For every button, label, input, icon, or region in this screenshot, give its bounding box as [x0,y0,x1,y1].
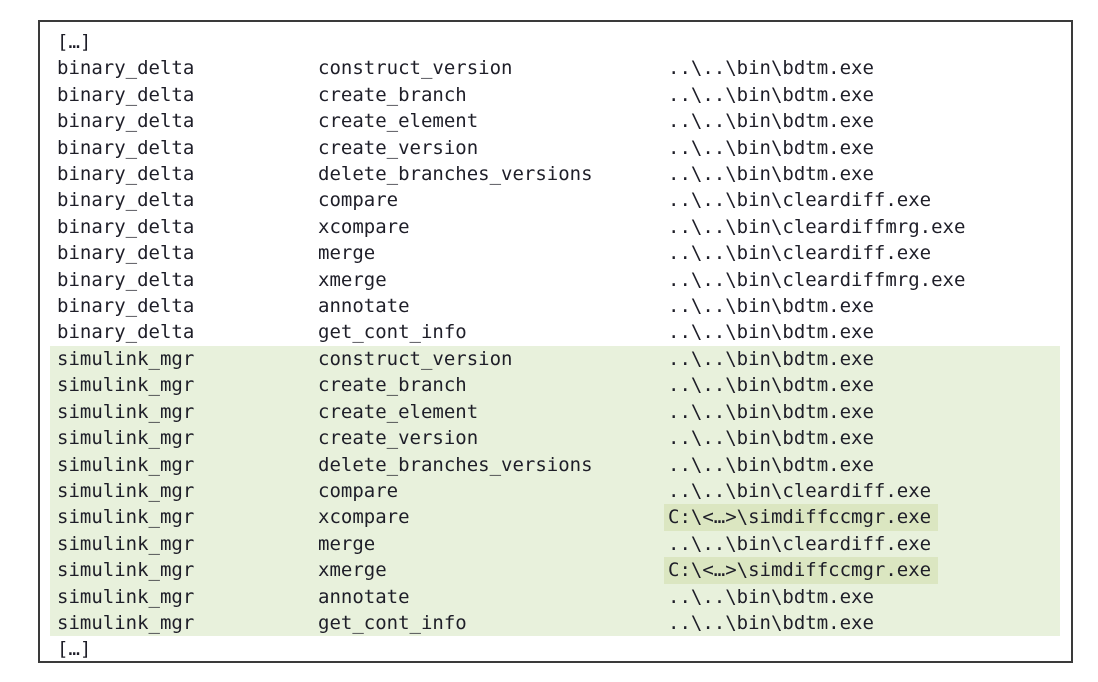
cell-path: ..\..\bin\bdtm.exe [668,321,874,344]
cell-type-manager: simulink_mgr [57,611,195,634]
cell-type-manager: binary_delta [57,136,195,159]
table-row: simulink_mgr delete_branches_versions ..\.… [50,451,1060,478]
table-row: simulink_mgr create_branch ..\..\bin\bdtm.… [50,372,1060,399]
table-row: binary_delta create_version ..\..\bin\bdtm… [50,135,1060,161]
table-row: binary_delta create_element ..\..\bin\bdtm… [50,108,1060,134]
highlighted-path: C:\<…>\simdiffccmgr.exe [664,557,939,584]
cell-type-manager: simulink_mgr [57,374,195,397]
table-row: simulink_mgr merge ..\..\bin\cleardiff.exe [50,530,1060,558]
cell-operation: get_cont_info [318,321,467,344]
cell-operation: annotate [318,295,410,318]
table-row: simulink_mgr construct_version ..\..\bin\b… [50,345,1060,373]
cell-path: ..\..\bin\cleardiffmrg.exe [668,268,966,291]
cell-type-manager: simulink_mgr [57,479,195,502]
table-row: binary_delta annotate ..\..\bin\bdtm.exe [50,293,1060,319]
cell-operation: merge [318,242,376,265]
cell-operation: create_branch [318,374,467,397]
cell-path: ..\..\bin\cleardiff.exe [668,189,932,212]
cell-type-manager: simulink_mgr [57,506,195,529]
cell-type-manager: simulink_mgr [57,585,195,608]
cell-path: ..\..\bin\bdtm.exe [668,453,874,476]
cell-path: ..\..\bin\bdtm.exe [668,83,874,106]
cell-type-manager: binary_delta [57,268,195,291]
type-manager-listing: […] binary_delta construct_version ..\..\b… [50,22,1060,661]
cell-operation: create_branch [318,83,467,106]
truncation-label: […] [57,31,92,53]
cell-path: ..\..\bin\cleardiff.exe [668,479,932,502]
cell-path: ..\..\bin\cleardiff.exe [668,242,932,265]
cell-path: ..\..\bin\cleardiff.exe [668,532,932,555]
table-row: binary_delta merge ..\..\bin\cleardiff.exe [50,240,1060,266]
cell-path: ..\..\bin\bdtm.exe [668,295,874,318]
code-box: […] binary_delta construct_version ..\..\b… [38,20,1073,663]
cell-type-manager: simulink_mgr [57,559,195,582]
cell-operation: xmerge [318,559,387,582]
table-row: simulink_mgr compare ..\..\bin\cleardiff.e… [50,477,1060,505]
cell-path: ..\..\bin\bdtm.exe [668,110,874,133]
table-row: simulink_mgr xcompare C:\<…>\simdiffccmgr.… [50,504,1060,531]
cell-path: ..\..\bin\bdtm.exe [668,57,874,80]
table-row: binary_delta create_branch ..\..\bin\bdtm.… [50,82,1060,108]
cell-path: ..\..\bin\bdtm.exe [668,136,874,159]
table-row: binary_delta get_cont_info ..\..\bin\bdtm.… [50,319,1060,345]
cell-type-manager: binary_delta [57,242,195,265]
table-row: simulink_mgr xmerge C:\<…>\simdiffccmgr.ex… [50,557,1060,584]
cell-operation: delete_branches_versions [318,453,593,476]
cell-type-manager: binary_delta [57,83,195,106]
cell-type-manager: simulink_mgr [57,427,195,450]
cell-operation: construct_version [318,347,513,370]
cell-path: ..\..\bin\cleardiffmrg.exe [668,215,966,238]
cell-path: ..\..\bin\bdtm.exe [668,374,874,397]
cell-operation: compare [318,479,399,502]
truncation-label: […] [57,638,92,661]
cell-type-manager: binary_delta [57,163,195,186]
cell-operation: delete_branches_versions [318,163,593,186]
cell-operation: create_version [318,427,479,450]
table-row: binary_delta delete_branches_versions ..\.… [50,161,1060,187]
cell-operation: merge [318,532,376,555]
cell-type-manager: binary_delta [57,215,195,238]
cell-type-manager: binary_delta [57,321,195,344]
cell-operation: create_version [318,136,479,159]
cell-type-manager: binary_delta [57,110,195,133]
cell-operation: xcompare [318,506,410,529]
table-row: binary_delta compare ..\..\bin\cleardiff.e… [50,187,1060,213]
cell-operation: annotate [318,585,410,608]
cell-operation: xmerge [318,268,387,291]
highlighted-path: C:\<…>\simdiffccmgr.exe [664,504,939,531]
table-row: simulink_mgr annotate ..\..\bin\bdtm.exe [50,583,1060,610]
cell-type-manager: simulink_mgr [57,400,195,423]
cell-operation: get_cont_info [318,611,467,634]
rows: binary_delta construct_version ..\..\bin\b… [50,55,1060,637]
cell-type-manager: binary_delta [57,57,195,80]
cell-path: ..\..\bin\bdtm.exe [668,585,874,608]
cell-operation: create_element [318,400,479,423]
table-row: simulink_mgr create_element ..\..\bin\bdtm… [50,398,1060,426]
cell-path: ..\..\bin\bdtm.exe [668,400,874,423]
cell-path: ..\..\bin\bdtm.exe [668,347,874,370]
cell-type-manager: simulink_mgr [57,453,195,476]
cell-type-manager: binary_delta [57,189,195,212]
cell-path: ..\..\bin\bdtm.exe [668,611,874,634]
table-row: binary_delta xmerge ..\..\bin\cleardiffmrg… [50,267,1060,293]
cell-path: C:\<…>\simdiffccmgr.exe [664,504,1060,531]
table-row: binary_delta construct_version ..\..\bin\b… [50,55,1060,81]
cell-operation: xcompare [318,215,410,238]
cell-operation: compare [318,189,399,212]
truncation-marker-bottom: […] [50,636,1060,661]
cell-type-manager: simulink_mgr [57,532,195,555]
table-row: simulink_mgr create_version ..\..\bin\bdtm… [50,425,1060,452]
truncation-marker-top: […] [50,29,1060,55]
cell-type-manager: binary_delta [57,295,195,318]
table-row: binary_delta xcompare ..\..\bin\cleardiffm… [50,214,1060,240]
cell-type-manager: simulink_mgr [57,347,195,370]
table-row: simulink_mgr get_cont_info ..\..\bin\bdtm.… [50,609,1060,637]
cell-operation: construct_version [318,57,513,80]
cell-operation: create_element [318,110,479,133]
cell-path: ..\..\bin\bdtm.exe [668,163,874,186]
cell-path: C:\<…>\simdiffccmgr.exe [664,557,1060,584]
cell-path: ..\..\bin\bdtm.exe [668,427,874,450]
